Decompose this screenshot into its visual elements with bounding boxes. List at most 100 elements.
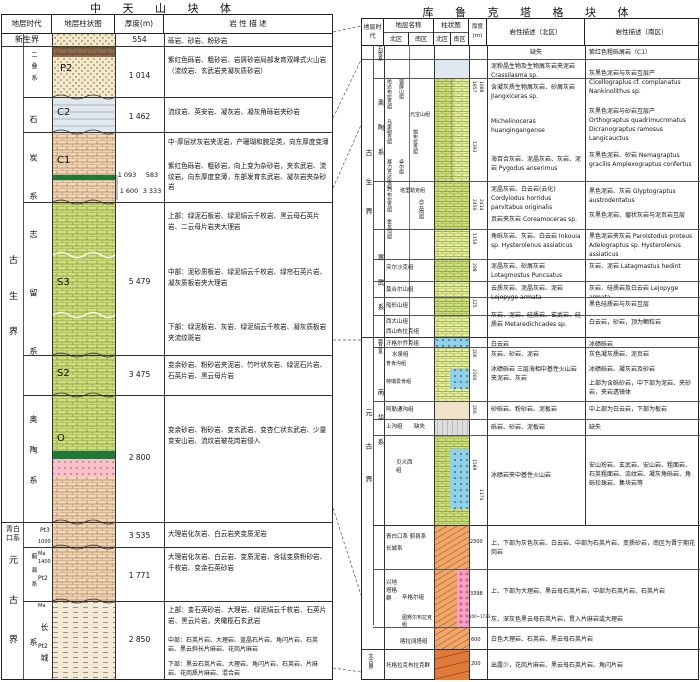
thickness-o: 2 800 [128, 453, 151, 462]
unit-hatsi: 哈达布拉克组 [386, 79, 392, 109]
rdesc-n-1: 泥粉晶生物及生物屑灰岩夹泥岩 Crassilasma sp. [491, 63, 576, 79]
rdesc-s-14: 上部为含砾砂岩，中下部为泥岩、夹砂岩，夹岩透镜体 [589, 380, 692, 396]
rdesc-n-7: 角砾灰岩、灰岩、白云岩 Inkouia sp. Hysterolenus ass… [491, 233, 581, 249]
left-header-age: 地层时代 [2, 15, 52, 33]
right-header-north-col: 北区 [434, 32, 451, 45]
rthk-13: 206 [471, 349, 476, 358]
left-header-row: 地层时代 地层柱状图 厚度(m) 岩 性 描 述 [2, 15, 332, 34]
unit-beiyi: 贝义西组 [396, 460, 413, 474]
thickness-pt3: 3 535 [128, 531, 151, 540]
left-panel-title: 中 天 山 块 体 [90, 2, 240, 15]
symbol-pt2-cc: Pt2 [38, 643, 48, 650]
rthk-20: 1589 [471, 459, 476, 471]
right-header-desc-south: 岩性描述（南区） [615, 28, 668, 36]
rdesc-s-10: 白云岩，砂岩，顶为鲕粒岩 [589, 319, 662, 326]
age-mark-1400: Ma 1400 [38, 551, 51, 565]
unit-hanmor: 汗格尔乔克组 [386, 341, 420, 347]
desc-s3-bot: 下部：绿泥板岩、灰岩、绿泥绢云千枚岩、凝灰质板岩夹流纹斑岩 [168, 323, 327, 342]
right-header-south-col: 南区 [451, 32, 469, 45]
unit-xidashan: 西大山组 [386, 319, 409, 325]
right-age-carboniferous: 石炭系 [377, 46, 383, 61]
rthk-4: 2450 [471, 199, 476, 211]
thickness-p2: 1 014 [128, 71, 151, 80]
unit-xinggeer: 辛格尔组 [402, 595, 425, 601]
right-header-age: 地层时代 [362, 19, 384, 45]
rdesc-n-16: 砾岩、砂岩、泥板岩 [491, 424, 546, 431]
rdesc-lower-2: 灰、深灰色黑云母石英片岩，贯入片麻岩或大理岩 [491, 616, 624, 623]
right-panel-title: 库 鲁 克 塔 格 块 体 [422, 6, 638, 19]
right-header-desc-north: 岩性描述（北区） [487, 19, 585, 45]
right-lithology-column [434, 60, 470, 680]
desc-o: 变余砂岩、粉砂岩、变玄武岩、变杏仁状玄武岩、少量变安山岩、流纹岩被花岗岩侵入 [168, 426, 327, 445]
desc-c1-b: 紫红色砾岩、粗砂岩，向上变为杂砂岩，夹玄武岩、流纹岩，向东厚度变薄，东部发育玄武… [168, 162, 327, 191]
rdesc-lower-0: 上、下部为灰色灰岩、白云岩、中部为石英片岩、变质砂岩，南区为晋宁期花岗岩 [491, 540, 696, 556]
rthk-0: 1857 [471, 81, 476, 93]
right-age-cambrian: 寒 武 系 [376, 254, 384, 318]
symbol-o: O [57, 433, 65, 444]
rdesc-s-15: 中上部为白云岩，下部为板岩 [589, 406, 668, 413]
thickness-s2: 3 475 [128, 370, 151, 379]
rdesc-s-12: 灰色凝灰质岩、泥页岩 [589, 351, 650, 358]
rthk-8: 298 [471, 263, 476, 272]
right-header-unit: 地层名称 [384, 19, 434, 32]
left-lithology-column [52, 34, 118, 679]
era-proterozoic: 元 古 界 [7, 555, 17, 658]
desc-pt2-jx: 大理岩化灰岩、白云岩、变质泥岩、含锰变质粉砂岩、千枚岩、变余石英砂岩 [168, 553, 327, 572]
unit-alinggou: 阿勒通沟组 [386, 407, 414, 413]
rdesc-lower-3: 白色大理岩、石英岩、黑云母石英片岩 [491, 636, 594, 643]
unit-qingbai: 青白口系 蓟县系 长城系 [386, 534, 427, 552]
system-ordovician: 奥 陶 系 [29, 415, 38, 495]
unit-zhuoer: 卓尔组 [398, 159, 404, 174]
unit-xingdi: 兴地塔格群 [386, 580, 398, 602]
rdesc-s-13: 冰碛砾岩、凝灰岩及砂岩 [589, 366, 656, 373]
rdesc-s-16: 缺失 [589, 424, 602, 431]
rdesc-n-0: 缺失 [529, 49, 542, 56]
thickness-c1-c: 1 600 [119, 187, 139, 195]
right-age-nanhua-top: 震旦系 [377, 339, 383, 354]
rdesc-n-8: 泥晶灰岩、砂屑灰岩 Lotagmostus Puncsatus [491, 263, 563, 279]
unit-mozeir: 莫合尔山组 [386, 287, 414, 293]
symbol-pt2-jx: Pt2 [38, 575, 48, 582]
unit-xishanbu: 西山布拉克组 [386, 329, 420, 335]
symbol-c1: C1 [57, 155, 71, 166]
rthk-27: 200 [471, 661, 481, 667]
rdesc-n-2: 含凝灰质生物屑灰岩、砂屑灰岩 Jiangxiceras sp. [491, 84, 576, 100]
rdesc-s-11: 冰碛砾岩 [589, 341, 614, 348]
rthk-7: 1159 [471, 233, 476, 245]
desc-pt2-cc-mid: 中部：石英片岩、大理岩、蓝晶石片岩、角闪片岩、石英岩、黑云斜长片麻岩、花岗片麻岩 [168, 637, 319, 653]
symbol-c2: C2 [57, 107, 71, 118]
era-paleozoic: 古 生 界 [7, 255, 17, 348]
system-permian: 二 叠 系 [30, 51, 37, 83]
symbol-p2: P2 [60, 63, 73, 74]
desc-cz: 砾岩、砂岩、粉砂岩 [168, 37, 228, 45]
rdesc-s-0: 紫红色粗砾屑岩（C1） [589, 49, 652, 56]
rthk-24: 100~1733 [469, 614, 491, 619]
rthk-26: 600 [471, 637, 481, 643]
left-stratigraphy-table: 地层时代 地层柱状图 厚度(m) 岩 性 描 述 新生界 古 生 界 元 古 界… [1, 14, 333, 680]
unit-kuobulake: 伽布拉克组 [412, 129, 418, 154]
system-qingbaikou: 青白 口系 [6, 525, 20, 542]
rdesc-n-10: 灰岩、泥岩、硅质岩、玄武岩、硅质岩 Metaredichcades sp. [491, 312, 582, 328]
desc-c1-a: 中-厚层状灰岩夹泥岩，产珊瑚和腕足类，向东厚度变薄 [168, 138, 329, 146]
right-header-thickness: 厚度(m) [469, 19, 487, 45]
rdesc-n-15: 砂砾岩、粉砂岩、泥板岩 [491, 406, 558, 413]
rdesc-s-1: 灰黑色泥岩与灰岩互层产 Cicellograplus cf. complanat… [589, 70, 681, 95]
right-header-north: 北区 [384, 32, 409, 45]
rdesc-n-11: 白云岩 [491, 341, 510, 348]
symbol-s2: S2 [57, 368, 70, 379]
rthk-22: 2300 [470, 539, 483, 545]
right-age-proterozoic: 元 古 界 [365, 409, 373, 495]
desc-p2: 紫红色砾岩、粗砂岩、岩屑砂岩局部发育双峰式火山岩（流纹岩、玄武岩夹凝灰质砂岩） [168, 56, 327, 75]
rdesc-lower-4: 出露少，花岗片麻岩、黑云母石英片岩、角闪片岩 [491, 662, 624, 669]
unit-majiangou: 马里勒克组 [386, 119, 392, 144]
right-age-archean: 太古界 [367, 653, 373, 670]
unit-kageer: 喀拉阔塔组 [400, 639, 428, 645]
rdesc-s-4: 黑色泥岩、灰岩 Glyptograptus austrodentatus [589, 188, 676, 204]
rdesc-s-17: 安山玢岩、玄武岩、安山岩、粗面岩、石英粗面岩、流纹岩、凝灰角砾岩、角砾珍珠岩、集… [589, 462, 692, 487]
unit-saili: 赛力克达坂组 [386, 159, 392, 189]
rthk-18: 260 [471, 405, 476, 414]
right-age-nanhua: 南 华 系 [376, 389, 384, 453]
rdesc-n-6: 页岩夹灰岩 Coreamoceras sp. [491, 216, 577, 223]
thickness-cz: 554 [132, 35, 147, 44]
thickness-c1-b: 583 [145, 171, 159, 179]
